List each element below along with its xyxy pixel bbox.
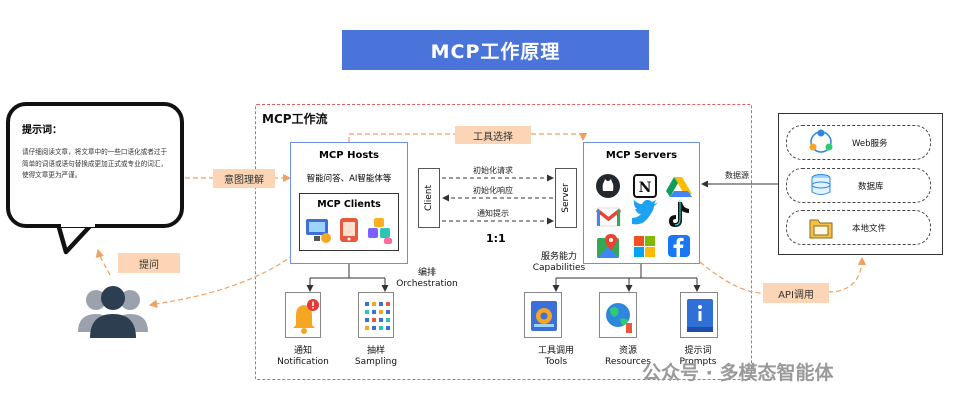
sampling-en: Sampling: [354, 357, 398, 367]
bubble-tail-cover: [61, 219, 95, 227]
bell-icon: [293, 299, 319, 334]
mobile-app-icon: [340, 218, 358, 242]
message-init-response: 初始化响应: [473, 186, 513, 195]
ratio-label: 1:1: [486, 232, 506, 245]
notification-en: Notification: [277, 357, 329, 367]
sampling-caption: 抽样 Sampling: [346, 346, 406, 368]
orchestration-label: 编排 Orchestration: [388, 268, 466, 290]
notification-cn: 通知: [293, 346, 312, 356]
users-icon: [78, 286, 148, 338]
agent-app-icon: [368, 218, 392, 244]
sampling-cn: 抽样: [366, 346, 385, 356]
tools-icon: [531, 301, 557, 331]
sampling-box: [358, 292, 394, 338]
tiktok-icon: [669, 200, 689, 227]
orchestration-cn: 编排: [417, 268, 436, 278]
facebook-icon: [668, 235, 690, 257]
tool-select-label: 工具选择: [455, 126, 531, 144]
github-icon: [596, 174, 620, 198]
data-source-web: [786, 125, 931, 160]
capabilities-en: Capabilities: [532, 263, 586, 273]
prompts-en: Prompts: [679, 357, 717, 367]
local-files-icon: [809, 219, 833, 239]
tools-en: Tools: [544, 357, 568, 367]
message-notify: 通知提示: [477, 209, 509, 218]
capabilities-cn: 服务能力: [540, 252, 577, 262]
server-label: Server: [561, 183, 572, 213]
resources-en: Resources: [605, 357, 651, 367]
resources-cn: 资源: [618, 346, 637, 356]
server-apps-grid: N: [595, 174, 692, 258]
intent-label: 意图理解: [213, 169, 275, 188]
client-box: Client: [418, 168, 440, 228]
twitter-icon: [632, 199, 658, 225]
svg-text:N: N: [639, 180, 652, 196]
resources-box: [599, 292, 637, 338]
mcp-hosts-title: MCP Hosts: [318, 150, 380, 161]
google-maps-icon: [597, 234, 619, 258]
desktop-app-icon: [306, 219, 331, 243]
prompts-caption: 提示词 Prompts: [662, 346, 734, 368]
workflow-title: MCP工作流: [262, 112, 328, 126]
database-icon: [811, 174, 831, 195]
api-call-label: API调用: [763, 283, 829, 303]
client-label: Client: [424, 184, 434, 212]
web-service-label: Web服务: [852, 139, 888, 149]
prompts-box: [680, 292, 718, 338]
orchestration-en: Orchestration: [396, 279, 458, 289]
prompts-cn: 提示词: [684, 346, 712, 356]
page-title: MCP工作原理: [342, 30, 649, 70]
server-box: Server: [555, 168, 577, 228]
capabilities-label: 服务能力 Capabilities: [523, 252, 595, 274]
web-service-icon: [809, 129, 833, 153]
local-files-label: 本地文件: [852, 224, 887, 234]
tools-cn: 工具调用: [537, 346, 574, 356]
notification-caption: 通知 Notification: [270, 346, 336, 368]
tools-box: [524, 292, 562, 338]
watermark: 公众号 · 多模态智能体: [642, 362, 834, 384]
microsoft-icon: [634, 236, 655, 257]
resources-caption: 资源 Resources: [592, 346, 664, 368]
notification-box: [285, 292, 321, 338]
prompt-bubble-title: 提示词：: [22, 125, 62, 136]
workflow-frame: [255, 104, 752, 380]
mcp-servers-title: MCP Servers: [605, 150, 678, 161]
ask-label: 提问: [118, 253, 180, 273]
mcp-hosts-subtitle: 智能问答、AI智能体等: [306, 174, 392, 184]
notion-icon: N: [633, 174, 657, 198]
data-source-label: 数据源: [725, 171, 749, 180]
data-source-database: [786, 168, 931, 203]
message-init-request: 初始化请求: [473, 166, 513, 175]
mcp-clients-title: MCP Clients: [317, 199, 381, 210]
sampling-icon: [365, 302, 390, 330]
prompts-icon: [687, 299, 713, 332]
prompt-bubble: [6, 102, 184, 228]
resources-icon: [606, 303, 632, 333]
tools-caption: 工具调用 Tools: [520, 346, 592, 368]
database-label: 数据库: [858, 182, 884, 192]
google-drive-icon: [666, 177, 692, 197]
gmail-icon: [595, 207, 622, 227]
prompt-bubble-text: 请仔细阅读文章，将文章中的一些口语化或者过于简单的词语或语句替换成更加正式或专业…: [22, 148, 168, 179]
speech-bubble-tail: [55, 222, 94, 255]
client-apps-icons: [306, 218, 392, 244]
